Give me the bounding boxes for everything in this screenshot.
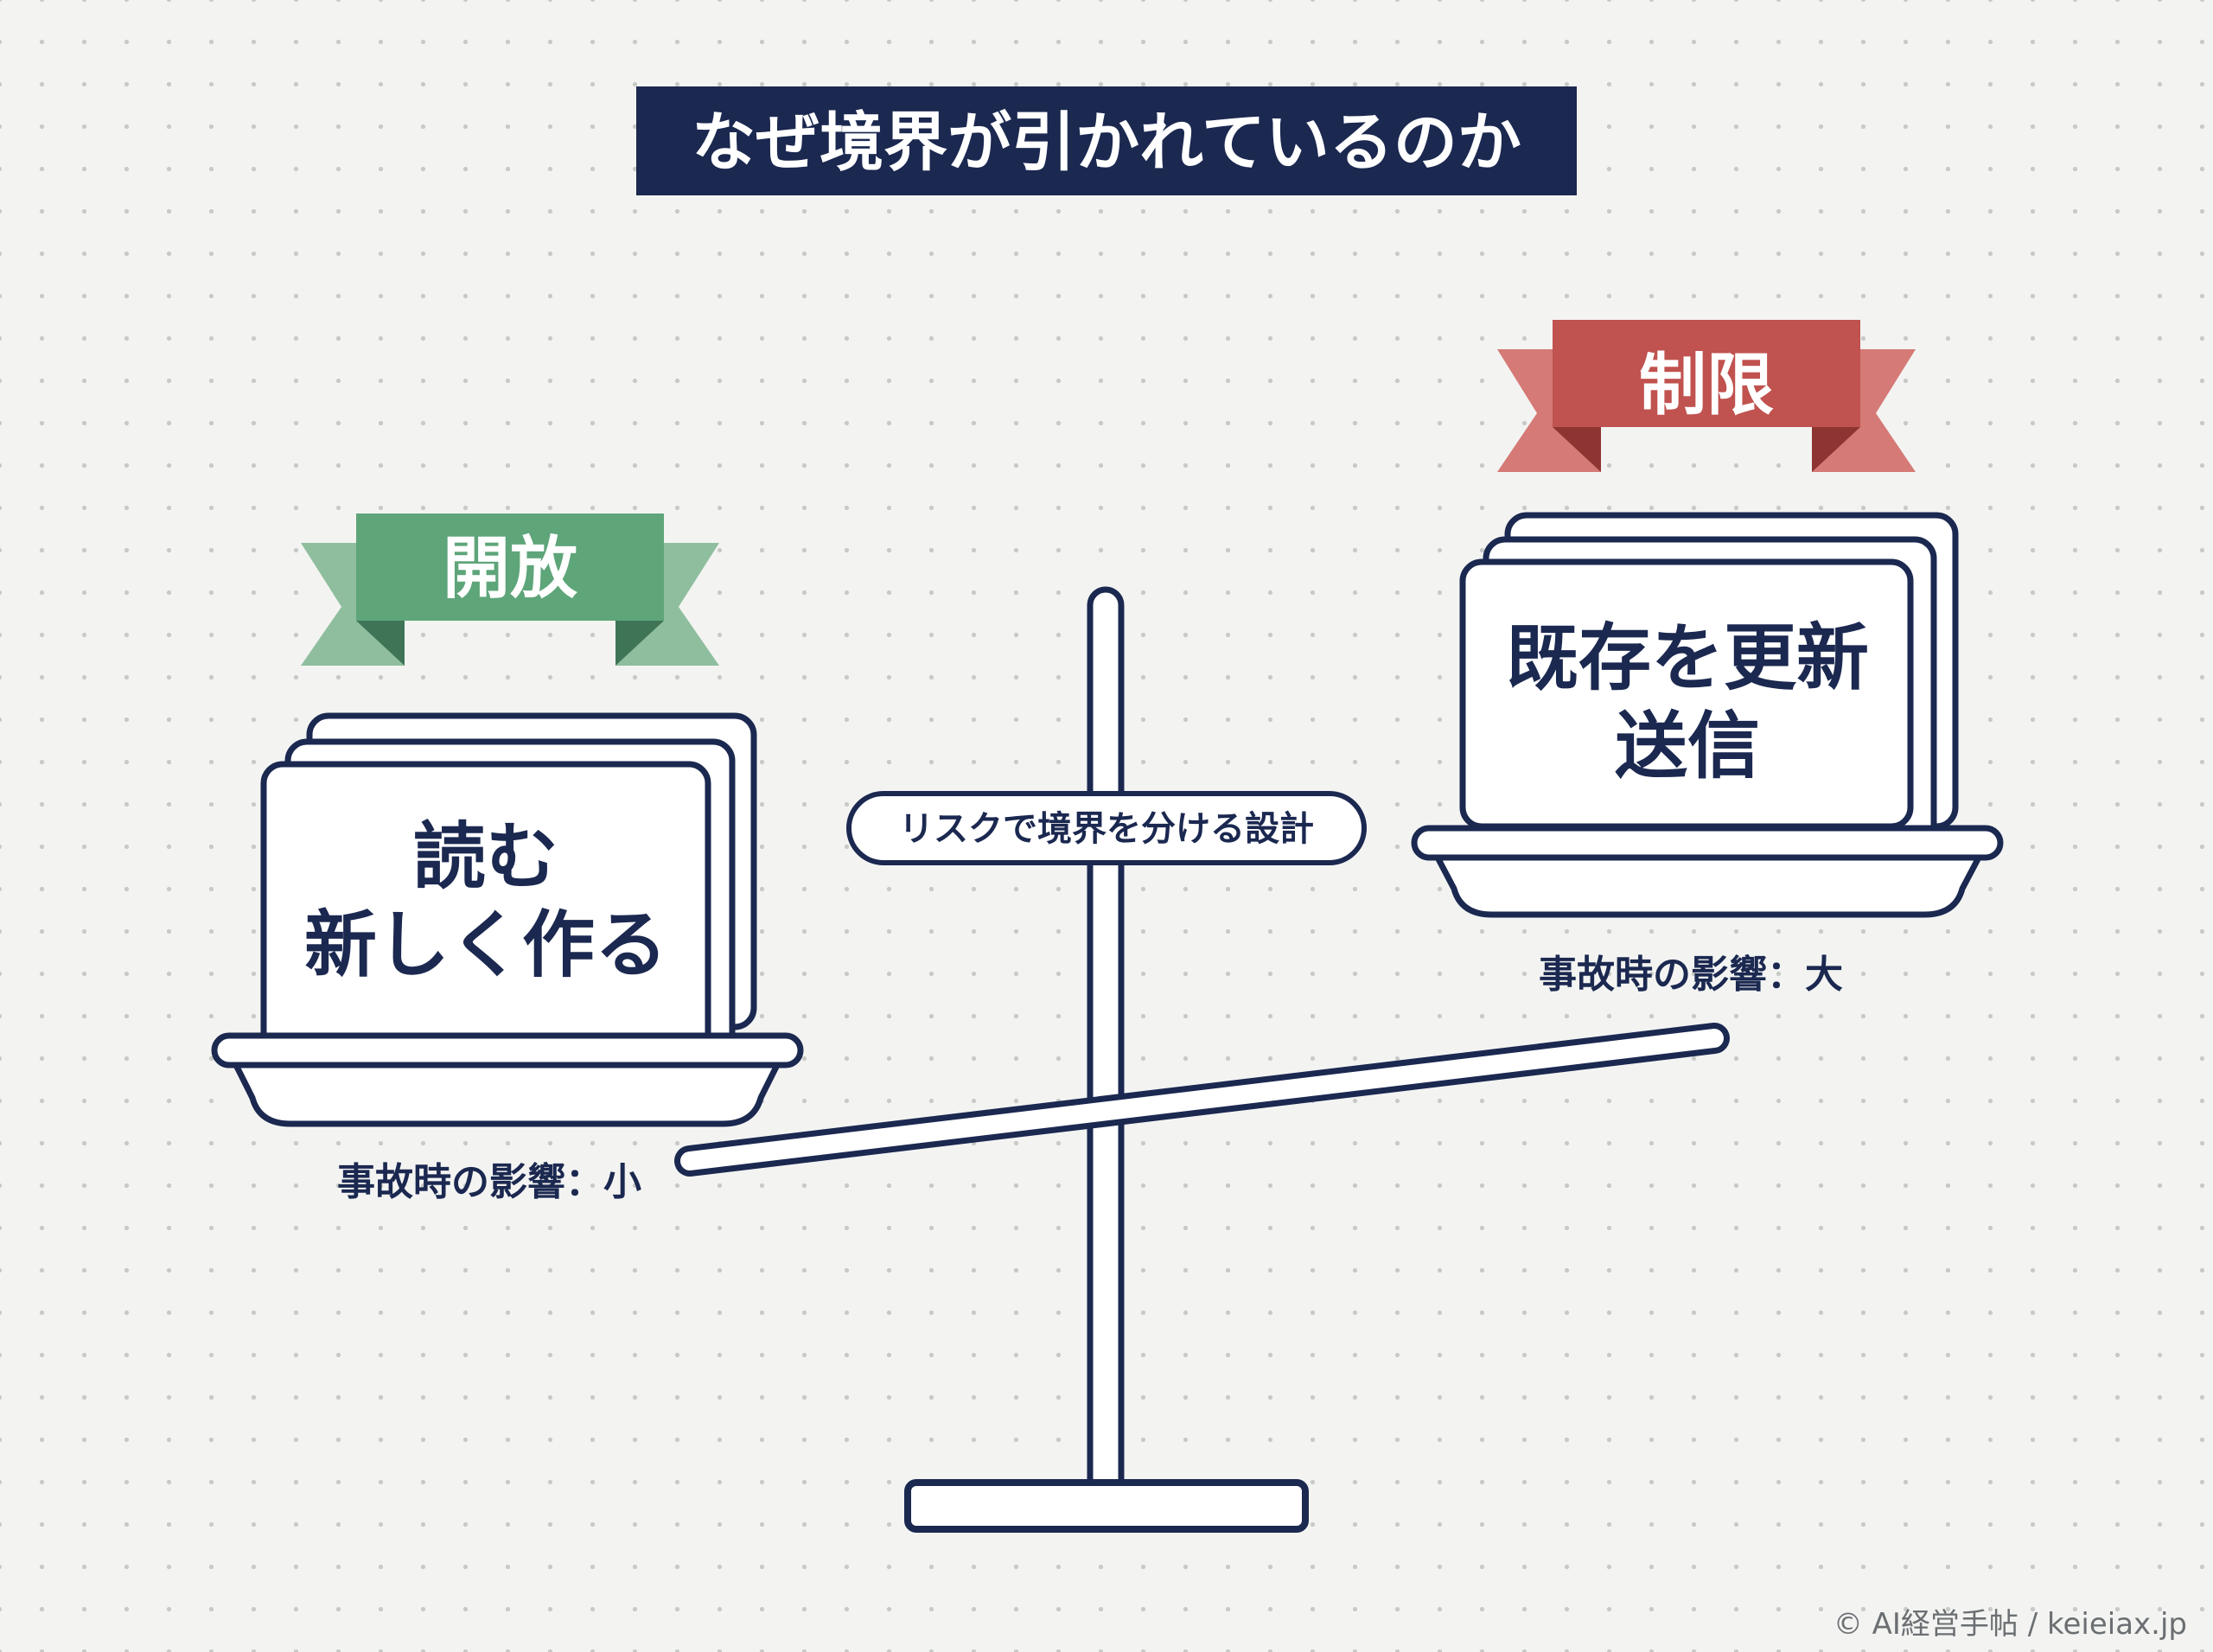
title-banner: なぜ境界が引かれているのか [636,86,1577,195]
credit-text: © AI経営手帖 / keieiax.jp [1834,1607,2187,1642]
left-impact-text: 事故時の影響：小 [337,1160,641,1204]
pivot-label-text: リスクで境界を分ける設計 [899,809,1314,849]
left-card-stack: 読む 新しく作る [260,712,757,1058]
right-card-stack: 既存を更新 送信 [1459,512,1959,854]
left-ribbon: 開放 [301,513,719,666]
title-text: なぜ境界が引かれているのか [692,105,1521,180]
right-pan [1411,825,2004,918]
right-ribbon-text: 制限 [1639,347,1774,424]
right-card-line-2: 送信 [1615,704,1760,788]
left-card-line-2: 新しく作る [304,903,667,987]
left-card-line-1: 読む [413,814,558,899]
scale-stand [904,586,1309,1533]
right-ribbon: 制限 [1497,320,1916,472]
right-card-line-1: 既存を更新 [1506,616,1869,700]
right-impact-text: 事故時の影響：大 [1539,953,1843,997]
scale-post [1087,586,1125,1501]
scale-base [904,1479,1309,1533]
right-pan-group: 制限 既存を更新 送信 事故時の影響：大 [1411,320,2004,997]
left-pan-group: 開放 読む 新しく作る 事故時の影響：小 [211,513,804,1204]
left-ribbon-text: 開放 [443,530,577,608]
left-pan [211,1032,804,1127]
balance-beam [674,1023,1730,1177]
pivot-label: リスクで境界を分ける設計 [846,791,1367,865]
